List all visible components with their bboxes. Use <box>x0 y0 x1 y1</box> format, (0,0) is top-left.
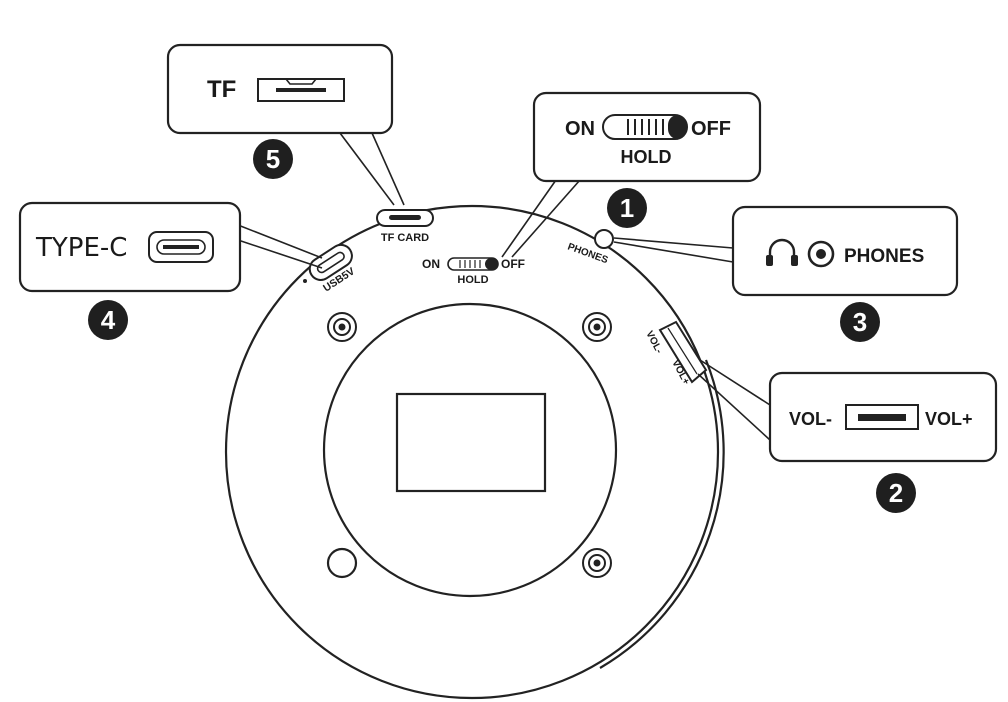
number-badge-1: 1 <box>607 188 647 228</box>
callout-power-hold: HOLD <box>621 147 672 167</box>
device-side-edge <box>599 359 725 669</box>
callout-tf: TF <box>166 43 394 135</box>
number-badge-2: 2 <box>876 473 916 513</box>
device-led-dot <box>303 279 307 283</box>
screw-top-left <box>327 312 357 342</box>
device-tf-card-label: TF CARD <box>381 232 429 244</box>
display-screen <box>395 392 547 493</box>
screw-top-right <box>582 312 612 342</box>
device-switch-hold: HOLD <box>457 274 488 286</box>
device-outer-rim <box>224 204 720 700</box>
callout-phones-label: PHONES <box>844 246 924 267</box>
callout-power-off: OFF <box>691 118 731 140</box>
volume-rocker-icon <box>845 404 919 430</box>
device-body: TF CARD USB5V ON OFF HOLD PHONES <box>224 204 725 700</box>
device-inner-ring <box>322 302 618 598</box>
callout-tf-label: TF <box>207 76 236 103</box>
svg-text:1: 1 <box>620 193 634 223</box>
device-tf-slot: TF CARD <box>376 209 434 244</box>
number-badge-3: 3 <box>840 302 880 342</box>
callout-phones: PHONES <box>731 205 959 297</box>
screw-bottom-right <box>582 548 612 578</box>
device-usb-port <box>308 243 353 281</box>
callout-volume-minus: VOL- <box>789 409 832 429</box>
callout-power-on: ON <box>565 118 595 140</box>
leader-lines <box>237 132 771 441</box>
callout-volume-plus: VOL+ <box>925 409 973 429</box>
callout-typec: TYPE-C <box>18 201 242 293</box>
power-switch-icon <box>602 114 688 140</box>
callout-typec-label: TYPE-C <box>35 233 127 263</box>
svg-text:2: 2 <box>889 478 903 508</box>
number-badge-5: 5 <box>253 139 293 179</box>
number-badge-4: 4 <box>88 300 128 340</box>
device-switch-on: ON <box>422 257 440 271</box>
callout-volume: VOL- VOL+ <box>768 371 998 463</box>
reset-hole <box>326 547 358 579</box>
usb-c-port-icon <box>148 231 214 263</box>
device-power-switch: ON OFF HOLD <box>422 257 525 286</box>
svg-text:3: 3 <box>853 307 867 337</box>
device-switch-off: OFF <box>501 257 525 271</box>
audio-jack-icon <box>807 240 835 268</box>
sd-card-slot-icon <box>257 78 345 102</box>
callout-power: ON OFF HOLD <box>532 91 762 183</box>
svg-text:4: 4 <box>101 305 116 335</box>
device-volume-rocker: VOL- VOL+ <box>643 320 708 387</box>
svg-text:5: 5 <box>266 144 280 174</box>
headphone-icon <box>766 238 798 266</box>
